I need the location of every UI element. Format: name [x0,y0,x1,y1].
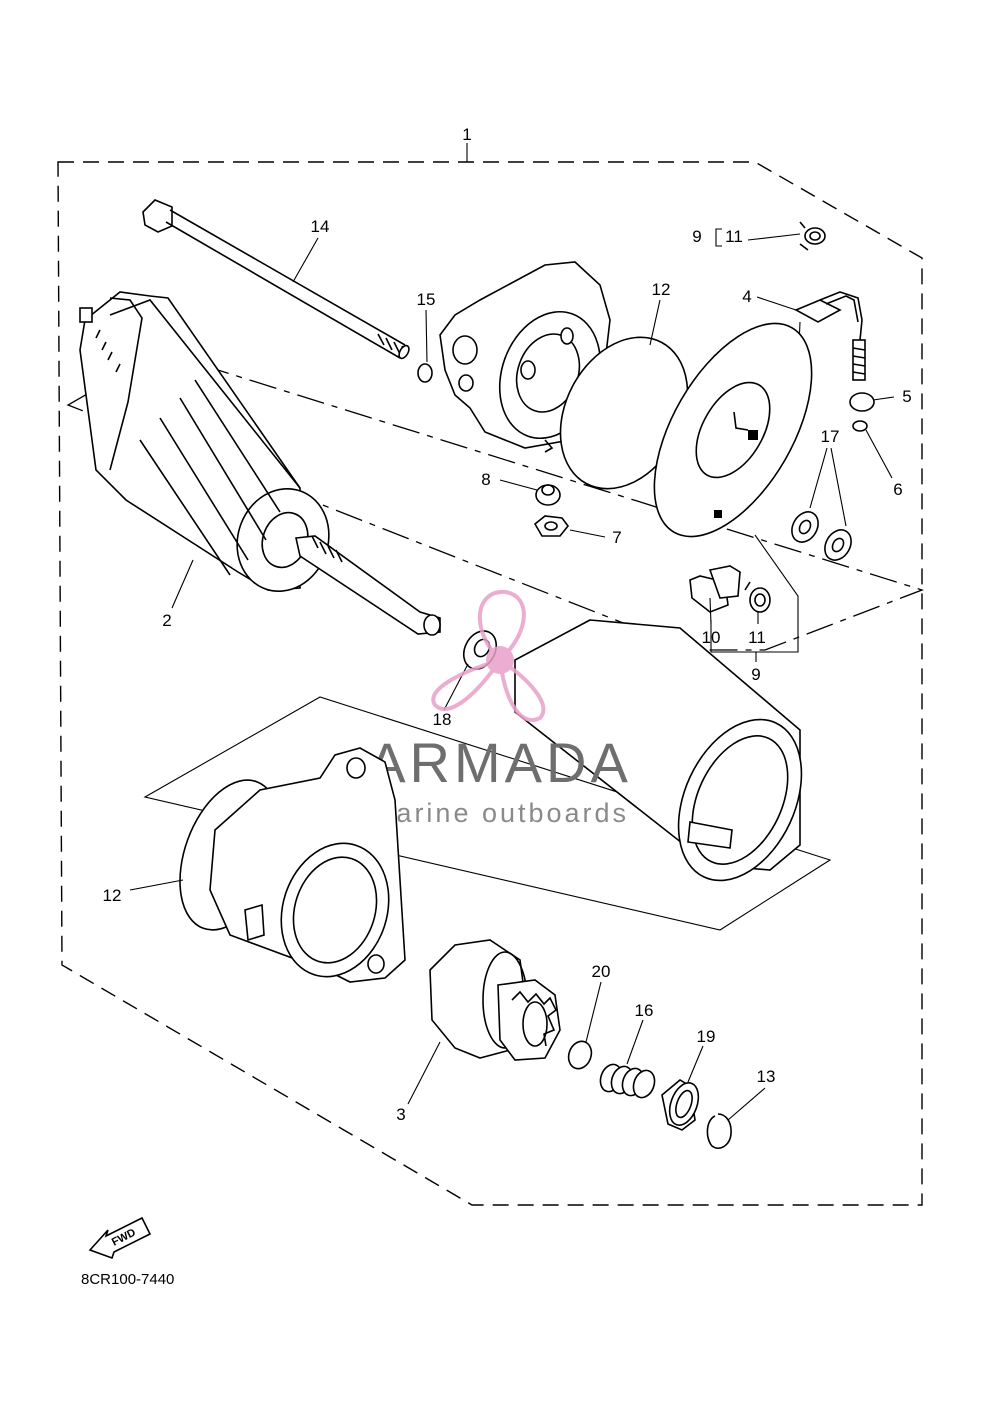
terminal-lead [794,291,866,381]
callout-label-9b: 9 [751,665,760,684]
grommet [535,484,561,506]
callout-label-12a: 12 [652,280,671,299]
leader-7 [569,529,606,538]
hex-nut [533,515,570,537]
leader-12a [649,299,661,346]
leader-4 [756,296,797,311]
callout-label-2: 2 [162,611,171,630]
leader-8 [499,479,538,491]
callout-label-4: 4 [742,287,751,306]
callout-label-3: 3 [396,1105,405,1124]
callout-label-11b: 11 [748,628,766,647]
callout-label-8: 8 [481,470,490,489]
snap-ring-20 [567,1040,593,1070]
brush-plate [653,322,813,538]
callout-label-9a: 9 [692,227,701,246]
leader-17a [809,447,828,509]
stopper-19 [661,1079,700,1131]
spring-16 [599,1063,656,1099]
watermark-subtitle: marine outboards [371,798,629,828]
leader-12b [129,879,184,891]
leader-5 [872,396,895,401]
diagram-code: 8CR100-7440 [81,1271,174,1288]
callout-label-18: 18 [433,710,452,729]
through-bolt [142,199,410,360]
yoke-housing [514,619,803,882]
bracket-9b [710,534,799,653]
callout-label-12b: 12 [103,886,122,905]
o-ring [417,363,433,383]
fwd-arrow-icon [88,1216,152,1260]
brush-10 [689,565,741,613]
leader-15 [425,309,428,363]
terminal-washer [852,420,868,432]
propeller-icon [431,589,546,722]
leader-14 [292,237,319,283]
callout-label-19: 19 [697,1027,716,1046]
callout-label-20: 20 [592,962,611,981]
leader-16 [626,1019,644,1065]
callout-label-15: 15 [417,290,436,309]
leader-20 [585,981,602,1043]
callout-label-14: 14 [311,217,330,236]
leader-2 [171,559,194,609]
assembly-boundary [57,161,923,1206]
brush-spring-11 [744,581,771,613]
leader-17b [830,447,847,527]
callout-label-16: 16 [635,1001,654,1020]
watermark-title: ARMADA [368,731,632,794]
lower-subassembly-plane [143,696,832,931]
watermark-logo [431,589,546,722]
callout-label-6: 6 [893,480,902,499]
leader-13 [727,1087,766,1121]
callout-label-13: 13 [757,1067,776,1086]
terminal-nut [849,392,875,412]
callout-label-17: 17 [821,427,840,446]
pinion-clutch [429,939,561,1061]
circlip-13 [706,1113,732,1149]
leader-11a [747,233,801,241]
callout-label-10: 10 [702,628,721,647]
front-cover [209,747,406,983]
armature [79,291,441,636]
leader-10 [709,597,712,625]
callout-label-7: 7 [612,528,621,547]
callout-label-11a: 11 [725,227,743,246]
leader-3 [407,1041,441,1105]
washers-17 [791,511,852,561]
leader-6 [865,429,893,479]
bracket-9a [715,228,722,247]
brush-spring-upper [799,221,826,251]
callout-label-1: 1 [462,125,471,144]
callout-label-5: 5 [902,387,911,406]
leader-19 [687,1045,704,1083]
